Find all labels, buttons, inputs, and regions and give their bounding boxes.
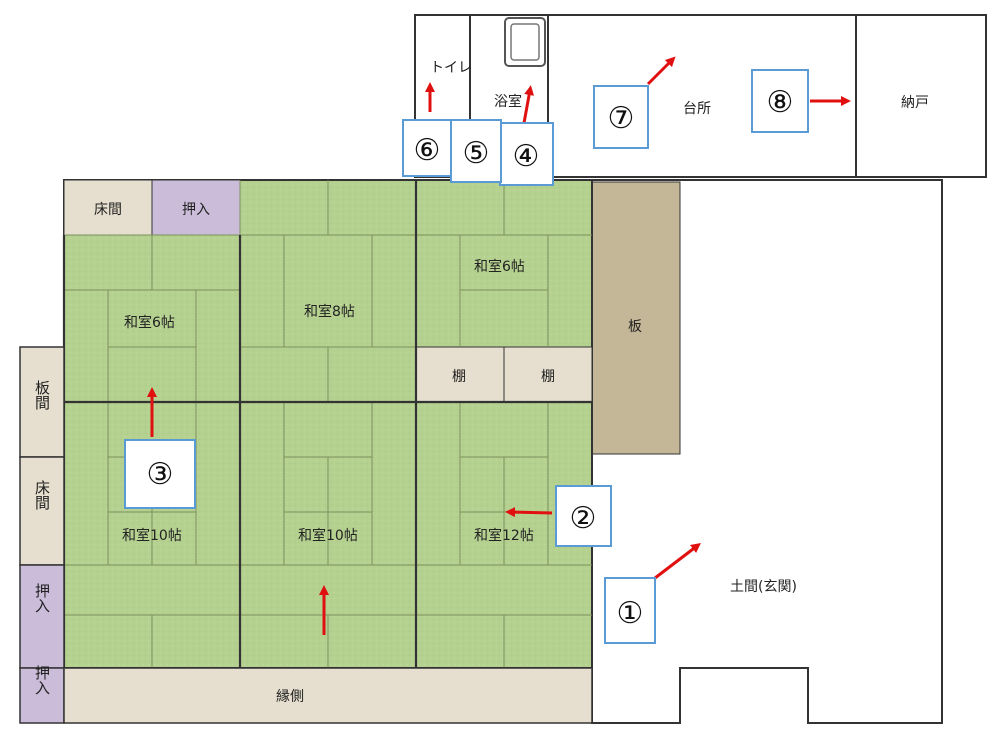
label-washitsu-10b: 和室10帖: [298, 527, 358, 544]
marker-2[interactable]: ②: [555, 485, 612, 547]
arrow-2: [505, 507, 553, 518]
label-ita: 板: [628, 319, 642, 335]
bathtub-inner: [510, 23, 540, 61]
label-bath: 浴室: [494, 93, 522, 110]
label-toilet: トイレ: [430, 60, 472, 76]
marker-5[interactable]: ⑤: [450, 119, 502, 183]
label-itama: 板間: [33, 379, 51, 411]
label-tana-1: 棚: [452, 369, 466, 385]
itama-side: [19, 346, 65, 458]
label-washitsu-6b: 和室6帖: [474, 258, 525, 275]
marker-4-text: ④: [513, 139, 540, 174]
marker-3-text: ③: [147, 457, 174, 492]
marker-1-text: ①: [617, 596, 644, 631]
marker-4[interactable]: ④: [499, 122, 554, 186]
tokonoma-top: [63, 179, 153, 236]
arrow-1: [654, 542, 701, 580]
oshiire-top: [151, 179, 241, 236]
engawa-veranda: [63, 667, 593, 724]
label-engawa: 縁側: [276, 689, 304, 705]
marker-5-text: ⑤: [463, 136, 490, 171]
label-oshiire-top: 押入: [182, 202, 210, 218]
label-oshiire-side: 押入: [33, 583, 51, 613]
marker-1[interactable]: ①: [604, 577, 656, 644]
storage-room: [855, 14, 987, 178]
label-washitsu-10a: 和室10帖: [122, 527, 182, 544]
arrows: [147, 56, 851, 635]
marker-2-text: ②: [570, 501, 597, 536]
marker-7-text: ⑦: [608, 101, 635, 136]
label-tana-2: 棚: [541, 369, 555, 385]
label-storage: 納戸: [901, 95, 929, 111]
marker-3[interactable]: ③: [124, 439, 196, 509]
label-doma: 土間(玄関): [730, 578, 797, 595]
marker-6[interactable]: ⑥: [402, 119, 452, 177]
marker-8-text: ⑧: [767, 85, 794, 120]
label-tokonoma-side: 床間: [33, 480, 51, 511]
label-washitsu-8: 和室8帖: [304, 303, 355, 320]
label-washitsu-6a: 和室6帖: [124, 314, 175, 331]
label-kitchen: 台所: [683, 101, 711, 117]
tokonoma-side: [19, 456, 65, 566]
arrow-4: [522, 85, 535, 124]
oshiire-side: [19, 564, 65, 669]
arrow-7: [646, 56, 676, 86]
oshiire-bottom: [19, 667, 65, 724]
label-tokonoma-top: 床間: [94, 202, 122, 218]
marker-7[interactable]: ⑦: [593, 85, 649, 149]
marker-8[interactable]: ⑧: [751, 69, 809, 133]
marker-6-text: ⑥: [414, 133, 441, 168]
ita-board: [591, 181, 681, 455]
label-washitsu-12: 和室12帖: [474, 527, 534, 544]
label-oshiire-bottom: 押入: [33, 665, 51, 695]
tana-shelf-2: [503, 346, 593, 403]
tatami-block: [63, 179, 593, 669]
